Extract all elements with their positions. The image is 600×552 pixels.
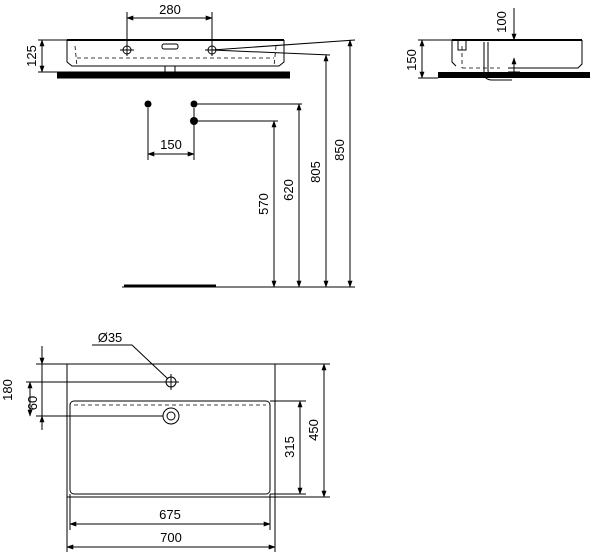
dim-side-150: 150 — [404, 49, 419, 71]
dim-height-805: 805 — [308, 161, 323, 183]
front-elevation: 280 125 150 570 620 805 850 — [24, 2, 356, 288]
side-elevation: 100 150 — [404, 8, 590, 81]
dim-hole-offset-180: 180 — [0, 379, 15, 401]
dim-height-620: 620 — [281, 179, 296, 201]
dim-outer-width: 700 — [160, 530, 182, 545]
dim-waste-spacing: 150 — [160, 137, 182, 152]
plan-view: Ø35 180 60 315 450 675 700 — [0, 330, 330, 552]
dim-side-100: 100 — [494, 11, 509, 33]
dim-inner-width: 675 — [159, 507, 181, 522]
dim-hole-offset-60: 60 — [25, 396, 40, 410]
dim-basin-height: 125 — [24, 45, 39, 67]
dim-tap-spacing: 280 — [159, 2, 181, 17]
dim-outer-depth: 450 — [306, 419, 321, 441]
dim-height-570: 570 — [256, 193, 271, 215]
dim-hole-diameter: Ø35 — [98, 330, 123, 345]
dim-height-850: 850 — [332, 139, 347, 161]
dim-inner-depth: 315 — [282, 436, 297, 458]
